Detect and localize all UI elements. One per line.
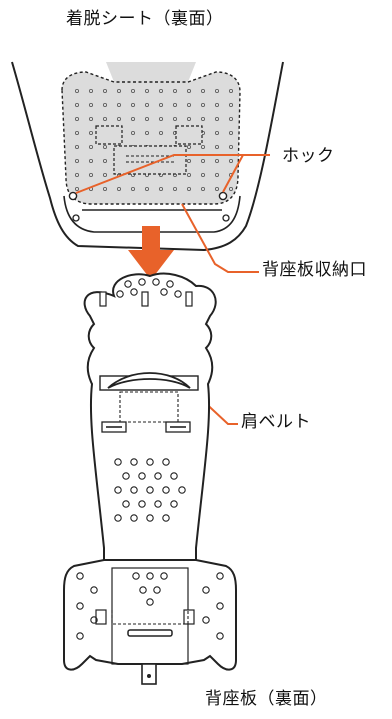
label-hook: ホック: [282, 146, 335, 166]
board-outline: [83, 272, 217, 561]
leader-backrest-slot: [181, 203, 259, 273]
backrest-board: [63, 272, 237, 685]
title-backrest-board-back: 背座板（裏面）: [205, 689, 328, 709]
hook-left: [68, 191, 78, 201]
hook-right: [218, 191, 228, 201]
label-backrest-slot: 背座板収納口: [262, 260, 367, 280]
label-shoulder-belt: 肩ベルト: [241, 412, 311, 432]
board-seat: [63, 559, 237, 671]
seat-outline: [11, 61, 284, 252]
removable-seat: [11, 61, 284, 252]
down-arrow: [128, 226, 174, 280]
title-removable-seat-back: 着脱シート（裏面）: [66, 9, 224, 29]
leader-hook-left: [75, 154, 270, 194]
leader-lines: [75, 154, 270, 425]
shoulder-belt: [107, 372, 191, 389]
leader-hook-right: [222, 154, 244, 193]
